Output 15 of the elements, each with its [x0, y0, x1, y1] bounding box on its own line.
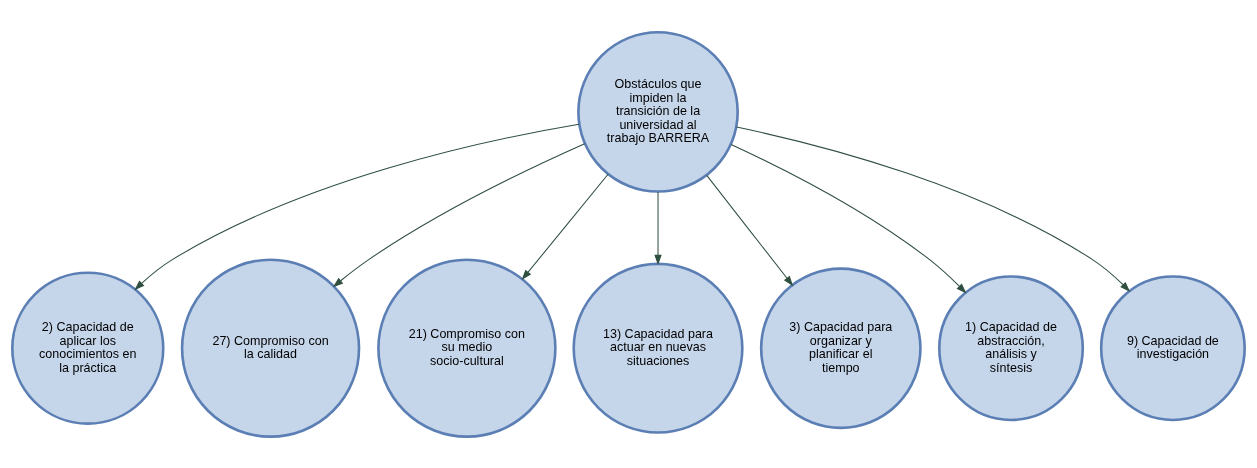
arrow	[332, 142, 586, 287]
node-circle: 3) Capacidad para organizar y planificar el tiempo	[759, 266, 922, 429]
arrow	[134, 123, 580, 290]
node-circle: 27) Compromiso con la calidad	[180, 257, 361, 438]
node-circle: 2) Capacidad de aplicar los conocimientos en la práctica	[11, 270, 165, 425]
arrow	[730, 143, 967, 294]
arrow	[521, 173, 609, 280]
node-circle: Obstáculos que impiden la transición de la universidad al trabajo BARRERA	[577, 30, 739, 193]
node-circle: 21) Compromiso con su medio socio-cultural	[377, 257, 557, 438]
node-circle: 1) Capacidad de abstracción, análisis y síntesis	[938, 274, 1085, 421]
arrow	[736, 126, 1131, 292]
node-circle: 9) Capacidad de investigación	[1099, 274, 1246, 421]
arrow	[654, 190, 662, 265]
node-circle: 13) Capacidad para actuar en nuevas situaciones	[572, 262, 744, 434]
arrow	[706, 174, 794, 286]
